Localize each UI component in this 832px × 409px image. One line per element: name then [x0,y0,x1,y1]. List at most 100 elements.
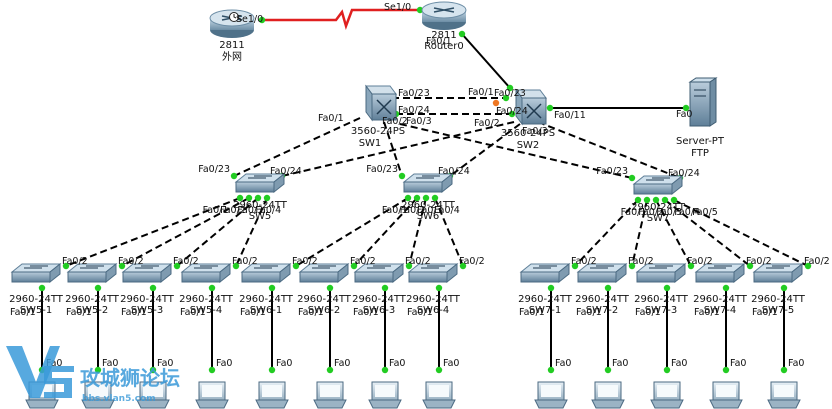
pc-2[interactable] [81,381,115,409]
port-dot-access-9-fa0-1 [547,284,555,292]
port-dot-access-5-fa0-1 [268,284,276,292]
pc-keyboard-icon [81,399,115,409]
pc-13[interactable] [767,381,801,409]
switch-access-10[interactable] [576,262,628,284]
device-model-isp: 2811 [219,40,244,51]
router-isp[interactable] [209,9,255,38]
device-name-dist-3: SW7 [647,213,670,224]
port-dot-access-3-fa0-1 [149,284,157,292]
pc-keyboard-icon [591,399,625,409]
switch-arrows-icon [80,265,104,269]
switch-access-5[interactable] [240,262,292,284]
port-dot-access-10-fa0-1 [604,284,612,292]
port-label-access-1-fa0-1: Fa0/1 [10,307,36,318]
device-model-access-13: 2960-24TT [751,294,806,305]
switch-dist-3[interactable] [632,174,684,196]
pc-7[interactable] [368,381,402,409]
pc-3[interactable] [136,381,170,409]
port-label-pc-6-fa0: Fa0 [334,358,350,369]
pc-9[interactable] [534,381,568,409]
port-label-access-7-fa0-2: Fa0/2 [405,256,431,267]
port-dot-dist-3-down-2 [643,196,651,204]
link-dist-1-access-1 [65,197,241,267]
port-label-sw2-fa0-23: Fa0/23 [494,88,526,99]
link-dist-2-access-6 [353,197,418,267]
port-label-dist-2-fa0-3: Fa0/3 [417,205,443,216]
device-name-dist-1: SW5 [249,211,272,222]
switch-arrows-icon [533,265,557,269]
link-dist-3-access-11 [655,199,692,267]
port-label-dist-2-fa0-1: Fa0/1 [382,205,408,216]
router-router0[interactable] [421,1,467,30]
pc-6[interactable] [313,381,347,409]
port-dot-dist-2-down-4 [431,194,439,202]
pc-10[interactable] [591,381,625,409]
device-model-access-7: 2960-24TT [352,294,407,305]
device-name-access-2: SW5-2 [76,305,109,316]
port-label-pc-7-fa0: Fa0 [389,358,405,369]
port-dot-dist-1-down-2 [245,194,253,202]
port-label-dist-2-fa0-23: Fa0/23 [366,164,398,175]
port-dot-access-11-uplink [687,262,695,270]
switch-access-6[interactable] [298,262,350,284]
port-label-sw2-fa0-3: Fa0/3 [522,126,548,137]
switch-sw2[interactable] [515,88,547,126]
port-label-access-13-fa0-1: Fa0/1 [752,307,778,318]
watermark-url: bbs.vlan5.com [82,394,156,404]
pc-keyboard-icon [709,399,743,409]
port-label-dist-3-fa0-5: Fa0/5 [692,207,718,218]
port-dot-pc-12-fa0 [722,366,730,374]
device-model-server: Server-PT [676,136,725,147]
port-label-sw1-fa0-24: Fa0/24 [398,105,430,116]
port-label-dist-3-fa0-24: Fa0/24 [668,168,700,179]
pc-keyboard-icon [650,399,684,409]
pc-keyboard-icon [422,399,456,409]
pc-keyboard-icon [25,399,59,409]
port-label-pc-5-fa0: Fa0 [276,358,292,369]
switch-arrows-icon [194,265,218,269]
device-model-router0: 2811 [431,30,456,41]
switch-access-11[interactable] [635,262,687,284]
port-label-access-10-fa0-2: Fa0/2 [628,256,654,267]
port-label-sw1-fa0-23: Fa0/23 [398,88,430,99]
switch-access-12[interactable] [694,262,746,284]
switch-access-2[interactable] [66,262,118,284]
port-label-dist-3-fa0-1: Fa0/1 [621,207,647,218]
pc-12[interactable] [709,381,743,409]
port-label-dist-2-fa0-2: Fa0/2 [400,205,426,216]
port-label-access-4-fa0-2: Fa0/2 [232,256,258,267]
port-label-router0-fa0-1: Fa0/1 [426,36,452,47]
switch-access-1[interactable] [10,262,62,284]
switch-access-9[interactable] [519,262,571,284]
switch-arrows-icon [254,265,278,269]
switch-access-13[interactable] [752,262,804,284]
switch-access-3[interactable] [121,262,173,284]
switch-dist-2[interactable] [402,172,454,194]
link-dist-3-access-12 [664,199,751,267]
switch-access-4[interactable] [180,262,232,284]
switch-dist-1[interactable] [234,172,286,194]
device-name-access-11: SW7-3 [645,305,678,316]
switch-access-8[interactable] [407,262,459,284]
port-dot-access-2-uplink [118,262,126,270]
pc-11[interactable] [650,381,684,409]
port-dot-pc-3-fa0 [149,366,157,374]
pc-5[interactable] [255,381,289,409]
server-ftp[interactable] [688,77,718,127]
port-dot-pc-8-fa0 [435,366,443,374]
device-name-access-10: SW7-2 [586,305,619,316]
pc-4[interactable] [195,381,229,409]
switch-access-7[interactable] [353,262,405,284]
port-label-dist-3-fa0-2: Fa0/2 [638,207,664,218]
device-name-access-4: SW5-4 [190,305,223,316]
router-arrows-icon [433,7,455,13]
port-label-isp-se1-0: Se1/0 [236,14,263,25]
device-name-dist-2: SW6 [417,211,440,222]
port-dot-pc-9-fa0 [547,366,555,374]
pc-8[interactable] [422,381,456,409]
port-label-sw2-fa0-1: Fa0/1 [468,87,494,98]
port-dot-access-5-uplink [292,262,300,270]
switch-sw1[interactable] [365,84,397,122]
device-name-access-6: SW6-2 [308,305,341,316]
device-name-access-8: SW6-4 [417,305,450,316]
